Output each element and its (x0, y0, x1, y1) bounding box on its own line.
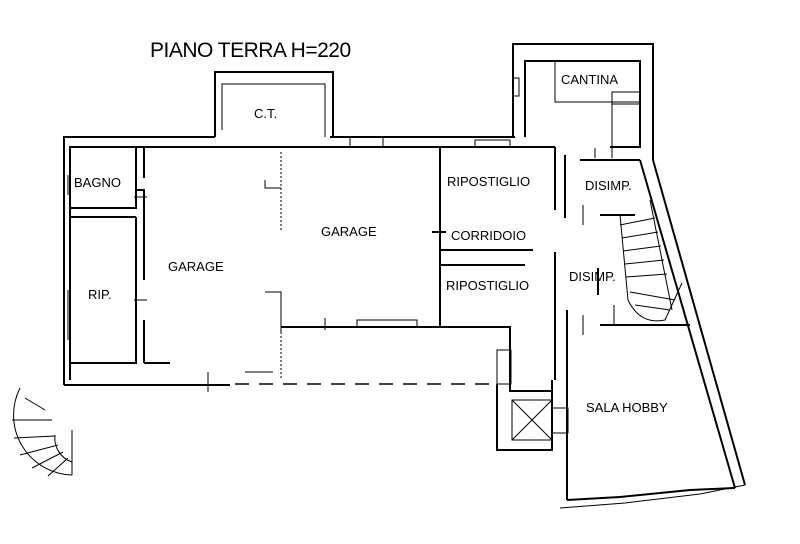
room-label-ripostiglio-upper: RIPOSTIGLIO (447, 174, 530, 189)
walls: C.T. CANTINA BAGNO RIP. GARAGE GARAGE (63, 43, 746, 509)
room-label-ripostiglio-lower: RIPOSTIGLIO (446, 278, 529, 293)
room-label-cantina: CANTINA (561, 72, 618, 87)
plan-title: PIANO TERRA H=220 (150, 39, 351, 62)
external-spiral-stair (12, 387, 73, 477)
room-label-garage-left: GARAGE (168, 259, 224, 274)
staircase (613, 199, 683, 325)
room-label-rip: RIP. (88, 287, 112, 302)
room-label-corridoio: CORRIDOIO (451, 228, 526, 243)
room-label-disimp-upper: DISIMP. (585, 178, 632, 193)
room-label-ct: C.T. (254, 106, 277, 121)
room-label-bagno: BAGNO (74, 175, 121, 190)
room-label-garage-right: GARAGE (321, 224, 377, 239)
room-label-disimp-lower: DISIMP. (569, 269, 616, 284)
room-label-sala-hobby: SALA HOBBY (586, 400, 668, 415)
